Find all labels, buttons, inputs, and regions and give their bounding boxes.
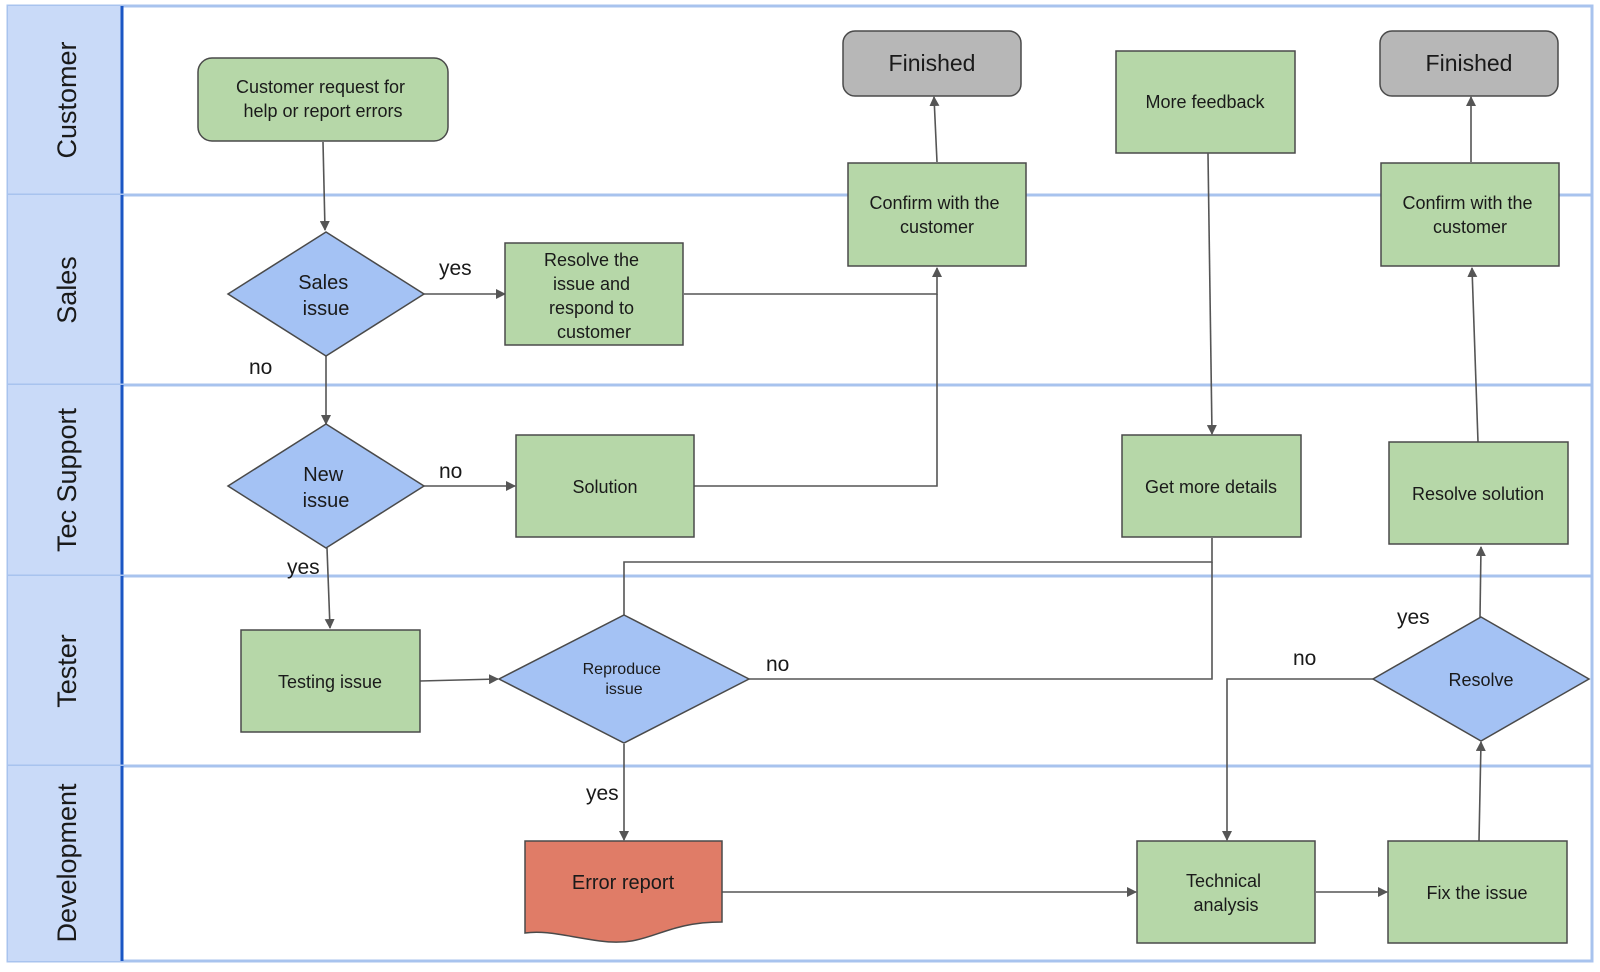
swimlanes: Customer Sales Tec Support Tester Develo…	[6, 4, 1594, 963]
node-label: More feedback	[1145, 92, 1265, 112]
node-label: Resolve	[1448, 670, 1513, 690]
node-reproduce-issue: Reproduce issue	[497, 614, 751, 744]
label-reproduce-yes: yes	[586, 782, 619, 805]
label-resolve-no: no	[1293, 647, 1316, 670]
edge-reproduce-no	[749, 562, 1213, 680]
node-label: New issue	[303, 464, 350, 512]
node-label: Confirm with the customer	[1402, 193, 1537, 237]
label-reproduce-no: no	[766, 653, 789, 676]
edge-resolve-no	[1222, 678, 1373, 841]
node-label: Confirm with the customer	[869, 193, 1004, 237]
label-resolve-yes: yes	[1397, 606, 1430, 629]
node-confirm-2: Confirm with the customer	[1380, 162, 1560, 267]
edge-resolve-yes	[1475, 546, 1486, 618]
edge-new-issue-yes	[324, 547, 335, 629]
node-get-more-details: Get more details	[1121, 434, 1302, 538]
node-customer-request: Customer request for help or report erro…	[197, 57, 449, 142]
lane-label-development: Development	[52, 783, 82, 943]
node-label: Solution	[572, 477, 637, 497]
lane-label-tester: Tester	[52, 634, 82, 708]
node-solution: Solution	[515, 434, 695, 538]
edge-solution-to-confirm	[694, 294, 938, 487]
edge-labels: yes no no yes no yes no yes	[249, 257, 1430, 805]
node-more-feedback: More feedback	[1115, 50, 1296, 154]
lane-label-tec-support: Tec Support	[52, 407, 82, 552]
node-label: Customer request for help or report erro…	[236, 77, 410, 121]
node-resolve-solution: Resolve solution	[1388, 441, 1569, 545]
node-label: Get more details	[1145, 477, 1277, 497]
edge-reproduce-to-details-top	[623, 538, 1213, 615]
node-label: Error report	[572, 872, 675, 894]
edge-testing-to-reproduce	[419, 674, 499, 685]
edge-confirm-to-finished-1	[929, 96, 940, 163]
edge-resolve-solution-to-confirm	[1467, 267, 1479, 443]
node-label: Technical analysis	[1186, 871, 1266, 915]
node-label: Reproduce issue	[583, 661, 666, 698]
edge-fix-to-resolve	[1475, 741, 1486, 842]
edge-request-to-sales-issue	[319, 141, 330, 231]
node-confirm-1: Confirm with the customer	[847, 162, 1027, 267]
edge-feedback-to-details	[1202, 144, 1217, 435]
node-label: Sales issue	[298, 272, 354, 320]
node-finished-2: Finished	[1379, 30, 1559, 97]
lane-development: Development	[6, 764, 1594, 963]
label-new-issue-yes: yes	[287, 556, 320, 579]
node-label: Finished	[1426, 50, 1513, 76]
lane-label-customer: Customer	[52, 41, 82, 158]
node-error-report: Error report	[524, 840, 723, 943]
node-technical-analysis: Technical analysis	[1136, 840, 1316, 944]
node-label: Fix the issue	[1426, 883, 1527, 903]
node-finished-1: Finished	[842, 30, 1022, 97]
nodes: Customer request for help or report erro…	[197, 30, 1591, 944]
edges	[319, 96, 1486, 897]
node-fix-the-issue: Fix the issue	[1387, 840, 1568, 944]
label-sales-yes: yes	[439, 257, 472, 280]
node-testing-issue: Testing issue	[240, 629, 421, 733]
label-sales-no: no	[249, 356, 272, 379]
label-new-issue-no: no	[439, 460, 462, 483]
lane-label-sales: Sales	[52, 256, 82, 324]
node-label: Finished	[889, 50, 976, 76]
node-label: Testing issue	[278, 672, 382, 692]
node-label: Resolve the issue and respond to custome…	[544, 250, 644, 342]
node-resolve-and-respond: Resolve the issue and respond to custome…	[504, 242, 684, 346]
node-resolve-decision: Resolve	[1371, 616, 1591, 742]
node-label: Resolve solution	[1412, 484, 1544, 504]
node-new-issue: New issue	[226, 423, 426, 549]
node-sales-issue: Sales issue	[226, 231, 426, 357]
